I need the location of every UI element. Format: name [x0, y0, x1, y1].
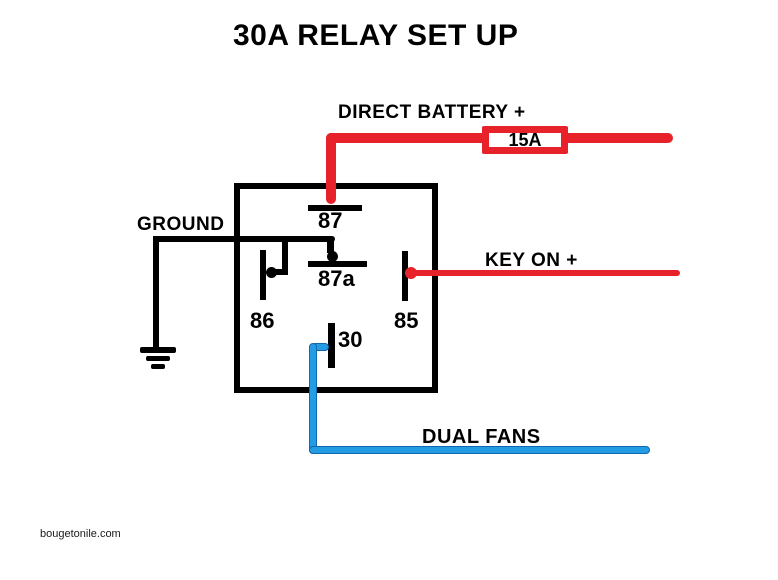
terminal-87a	[308, 261, 367, 267]
fuse-window: 15A	[489, 130, 561, 150]
pin-30-label: 30	[338, 327, 363, 352]
branch-to-86-vertical	[282, 238, 288, 274]
ground-symbol-bar-2	[146, 356, 170, 361]
terminal-30	[328, 323, 335, 368]
dual-fans-label: DUAL FANS	[422, 426, 541, 448]
diagram-title: 30A RELAY SET UP	[233, 19, 519, 52]
fuse-body: 15A	[482, 126, 568, 154]
watermark: bougetonile.com	[40, 528, 121, 540]
direct-battery-label: DIRECT BATTERY +	[338, 102, 526, 123]
junction-dot-86	[266, 267, 277, 278]
ground-symbol-bar-3	[151, 364, 165, 369]
branch-to-87a-vertical	[327, 239, 334, 253]
fan-wire-horizontal	[309, 446, 650, 454]
key-on-label: KEY ON +	[485, 250, 578, 271]
key-on-wire	[411, 270, 680, 276]
pin-86-label: 86	[250, 308, 275, 333]
relay-box	[234, 183, 438, 393]
battery-wire-vertical	[326, 133, 336, 204]
fuse-rating-label: 15A	[508, 130, 542, 150]
pin-87a-label: 87a	[318, 266, 355, 291]
terminal-86	[260, 250, 266, 300]
fan-wire-vertical	[309, 343, 317, 454]
pin-87-label: 87	[318, 208, 343, 233]
ground-wire-horizontal	[154, 236, 335, 242]
terminal-87	[308, 205, 362, 211]
ground-symbol-bar-1	[140, 347, 176, 353]
pin-85-label: 85	[394, 308, 419, 333]
branch-to-86-horizontal	[270, 269, 288, 275]
junction-dot-87a	[327, 251, 338, 262]
ground-wire-vertical	[153, 236, 159, 348]
ground-label: GROUND	[137, 214, 225, 235]
